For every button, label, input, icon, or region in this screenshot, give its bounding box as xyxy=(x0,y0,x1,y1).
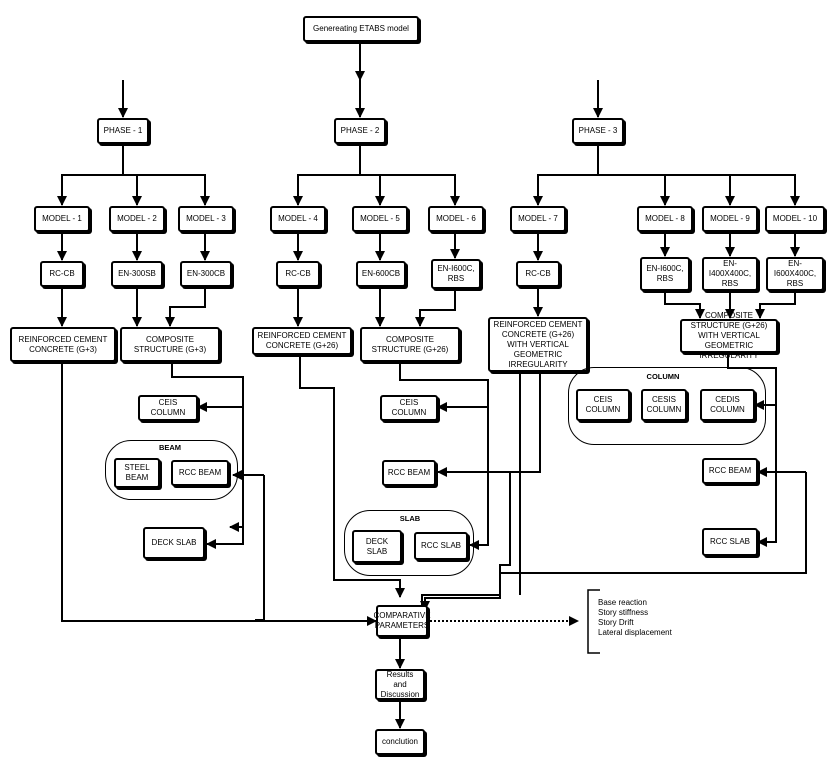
parameter-item: Story Drift xyxy=(598,618,634,627)
model-2-section: EN-300SB xyxy=(111,261,163,287)
parameter-item: Story stiffness xyxy=(598,608,649,617)
model-10-node: MODEL - 10 xyxy=(765,206,825,232)
p3-ceis-column: CEIS COLUMN xyxy=(576,389,630,421)
model-4-node: MODEL - 4 xyxy=(270,206,326,232)
model-6-node: MODEL - 6 xyxy=(428,206,484,232)
results-discussion-node: Results and Discussion xyxy=(375,669,425,700)
phase-1-node: PHASE - 1 xyxy=(97,118,149,144)
p1-beam-group xyxy=(105,440,238,500)
structure-composite-g3: COMPOSITE STRUCTURE (G+3) xyxy=(120,327,220,362)
p2-deck-slab: DECK SLAB xyxy=(352,530,402,563)
structure-rcc-g26-irregular: REINFORCED CEMENT CONCRETE (G+26) WITH V… xyxy=(488,317,588,372)
p1-deck-slab: DECK SLAB xyxy=(143,527,205,559)
model-3-node: MODEL - 3 xyxy=(178,206,234,232)
p2-rcc-slab: RCC SLAB xyxy=(414,532,468,560)
model-9-section: EN-I400X400C, RBS xyxy=(702,257,758,291)
comparative-parameters-node: COMPARATIVE PARAMETERS xyxy=(373,605,431,637)
parameter-item: Base reaction xyxy=(598,598,647,607)
structure-rcc-g26: REINFORCED CEMENT CONCRETE (G+26) xyxy=(252,327,352,355)
model-7-node: MODEL - 7 xyxy=(510,206,566,232)
p3-rcc-slab: RCC SLAB xyxy=(702,528,758,556)
model-2-node: MODEL - 2 xyxy=(109,206,165,232)
model-3-section: EN-300CB xyxy=(180,261,232,287)
p3-column-group-title: COLUMN xyxy=(646,372,680,381)
p3-cesis-column: CESIS COLUMN xyxy=(641,389,687,421)
parameters-list: Base reaction Story stiffness Story Drif… xyxy=(598,598,672,638)
model-8-section: EN-I600C, RBS xyxy=(640,257,690,291)
p1-beam-group-title: BEAM xyxy=(158,443,182,452)
structure-rcc-g3: REINFORCED CEMENT CONCRETE (G+3) xyxy=(10,327,116,362)
p2-slab-group xyxy=(344,510,474,576)
p3-column-group xyxy=(568,367,766,445)
p3-rcc-beam: RCC BEAM xyxy=(702,458,758,484)
structure-composite-g26-irregular: COMPOSITE STRUCTURE (G+26) WITH VERTICAL… xyxy=(680,311,778,360)
model-10-section: EN-I600X400C, RBS xyxy=(766,257,824,291)
model-5-section: EN-600CB xyxy=(356,261,406,287)
structure-composite-g26: COMPOSITE STRUCTURE (G+26) xyxy=(360,327,460,362)
p2-rcc-beam: RCC BEAM xyxy=(382,460,436,486)
p3-cedis-column: CEDIS COLUMN xyxy=(700,389,755,421)
phase-3-node: PHASE - 3 xyxy=(572,118,624,144)
phase-2-node: PHASE - 2 xyxy=(334,118,386,144)
model-8-node: MODEL - 8 xyxy=(637,206,693,232)
title-node: Genereating ETABS model xyxy=(303,16,419,42)
model-6-section: EN-I600C, RBS xyxy=(431,259,481,289)
p1-rcc-beam: RCC BEAM xyxy=(171,460,229,486)
model-9-node: MODEL - 9 xyxy=(702,206,758,232)
model-1-node: MODEL - 1 xyxy=(34,206,90,232)
p2-ceis-column: CEIS COLUMN xyxy=(380,395,438,421)
p1-steel-beam: STEEL BEAM xyxy=(114,458,160,488)
model-5-node: MODEL - 5 xyxy=(352,206,408,232)
p1-ceis-column: CEIS COLUMN xyxy=(138,395,198,421)
model-7-section: RC-CB xyxy=(516,261,560,287)
parameter-item: Lateral displacement xyxy=(598,628,672,637)
model-1-section: RC-CB xyxy=(40,261,84,287)
conclusion-node: conclution xyxy=(375,729,425,755)
model-4-section: RC-CB xyxy=(276,261,320,287)
p2-slab-group-title: SLAB xyxy=(399,514,421,523)
